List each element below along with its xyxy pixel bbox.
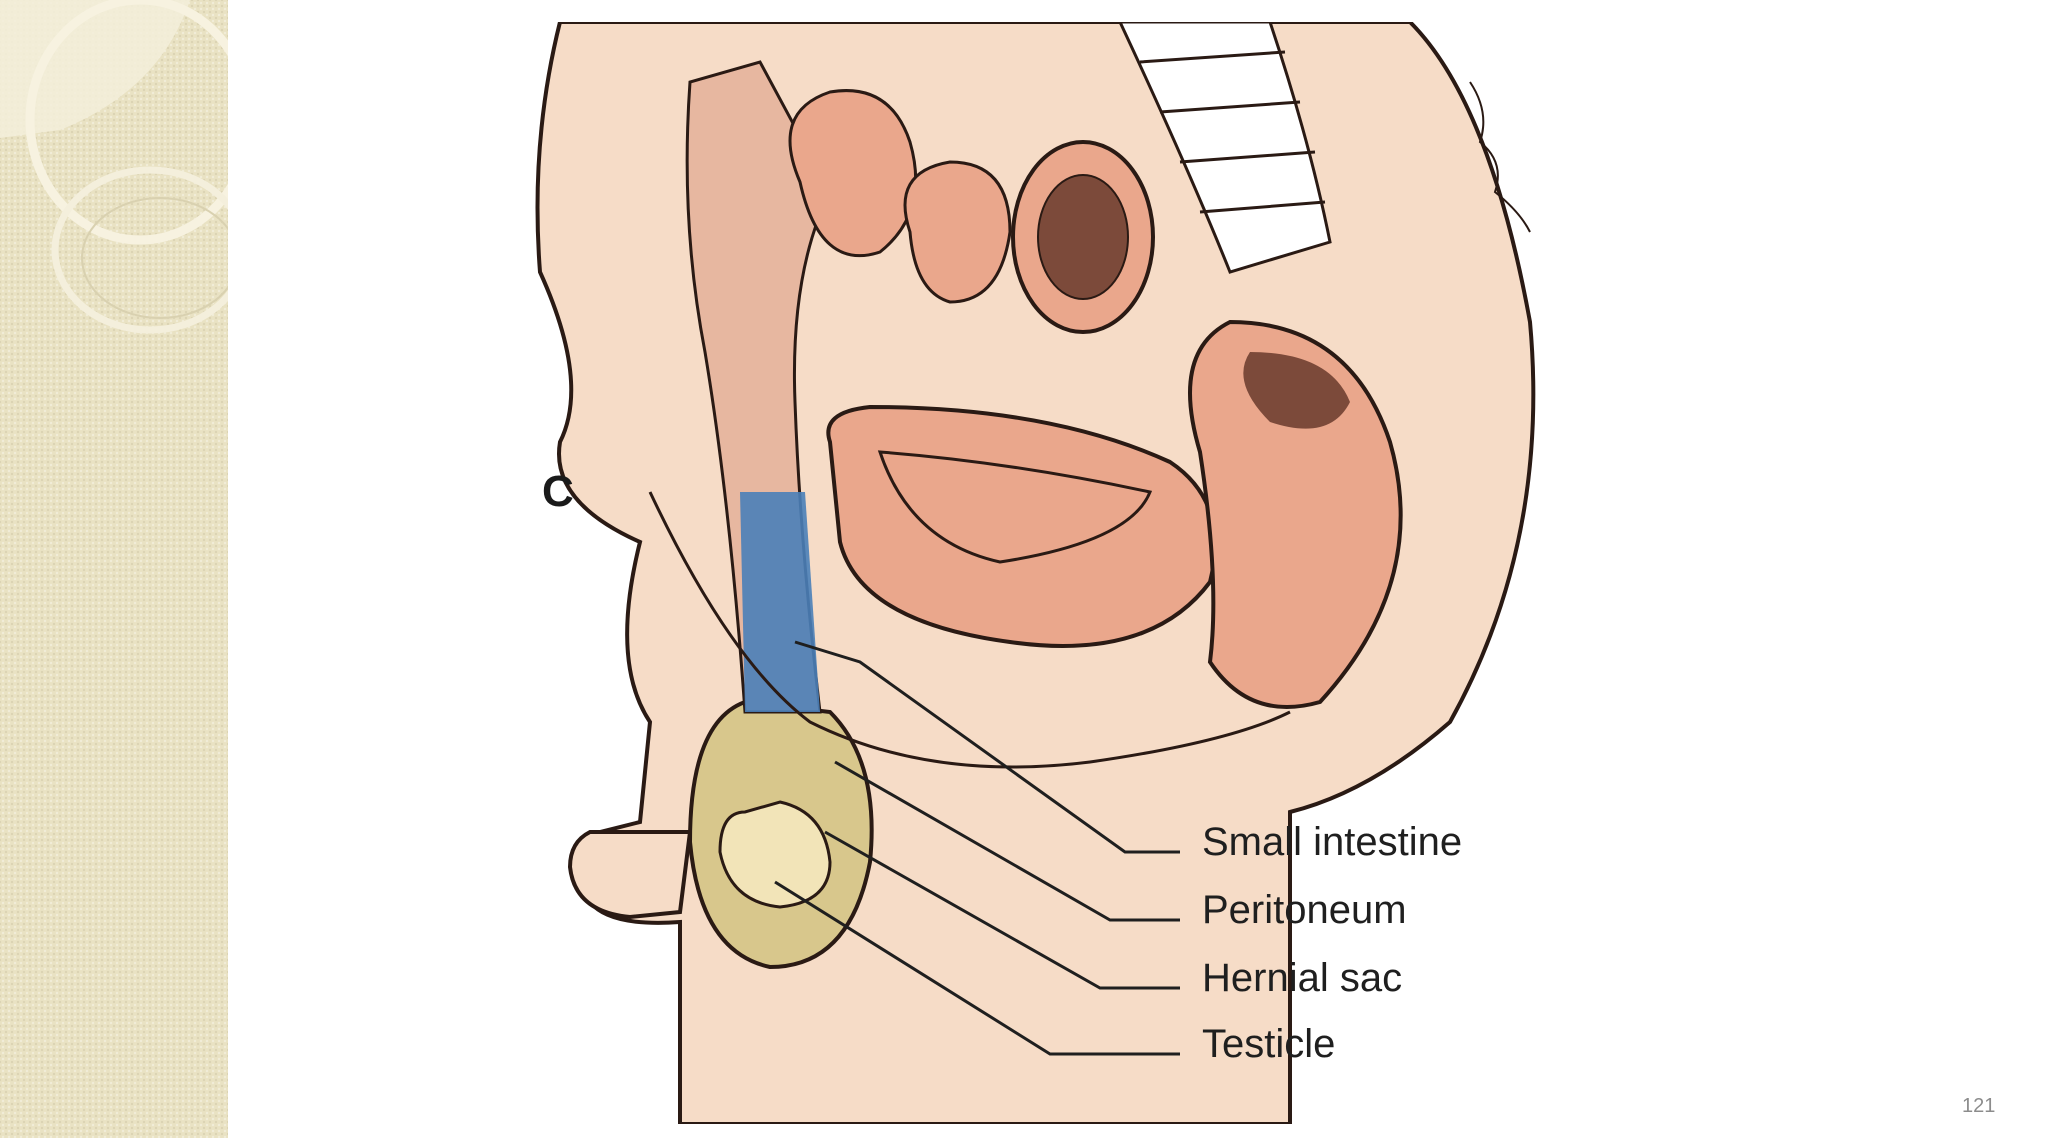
inguinal-hernia-illustration [535, 22, 1536, 1124]
signature-mark [1469, 81, 1531, 233]
slide-page-number: 121 [1962, 1095, 1996, 1117]
bladder-wall [877, 450, 1153, 564]
label-small-intestine: Small intestine [1202, 820, 1463, 864]
label-hernial-sac: Hernial sac [1202, 956, 1403, 1000]
decorative-sidebar [0, 0, 228, 1138]
bowel-loop-2 [903, 160, 1012, 304]
leader-hernial-sac [824, 830, 1180, 990]
testicle-shape [718, 800, 832, 909]
label-peritoneum: Peritoneum [1202, 888, 1407, 932]
bowel-loop-1 [788, 89, 918, 258]
peritoneum-line [648, 491, 1291, 769]
herniated-small-intestine [740, 492, 820, 712]
spine [1118, 22, 1332, 274]
colon-lumen [1037, 174, 1129, 300]
decorative-rings [0, 0, 228, 334]
figure-part-letter: C [542, 467, 574, 516]
penis [567, 830, 693, 920]
label-testicle: Testicle [1202, 1022, 1336, 1066]
leader-testicle [774, 880, 1180, 1056]
rectum-lumen [1243, 352, 1350, 429]
leader-small-intestine [794, 640, 1180, 854]
vertebra-lines [1139, 50, 1326, 214]
leader-peritoneum [834, 760, 1180, 922]
rectum [1188, 319, 1403, 709]
